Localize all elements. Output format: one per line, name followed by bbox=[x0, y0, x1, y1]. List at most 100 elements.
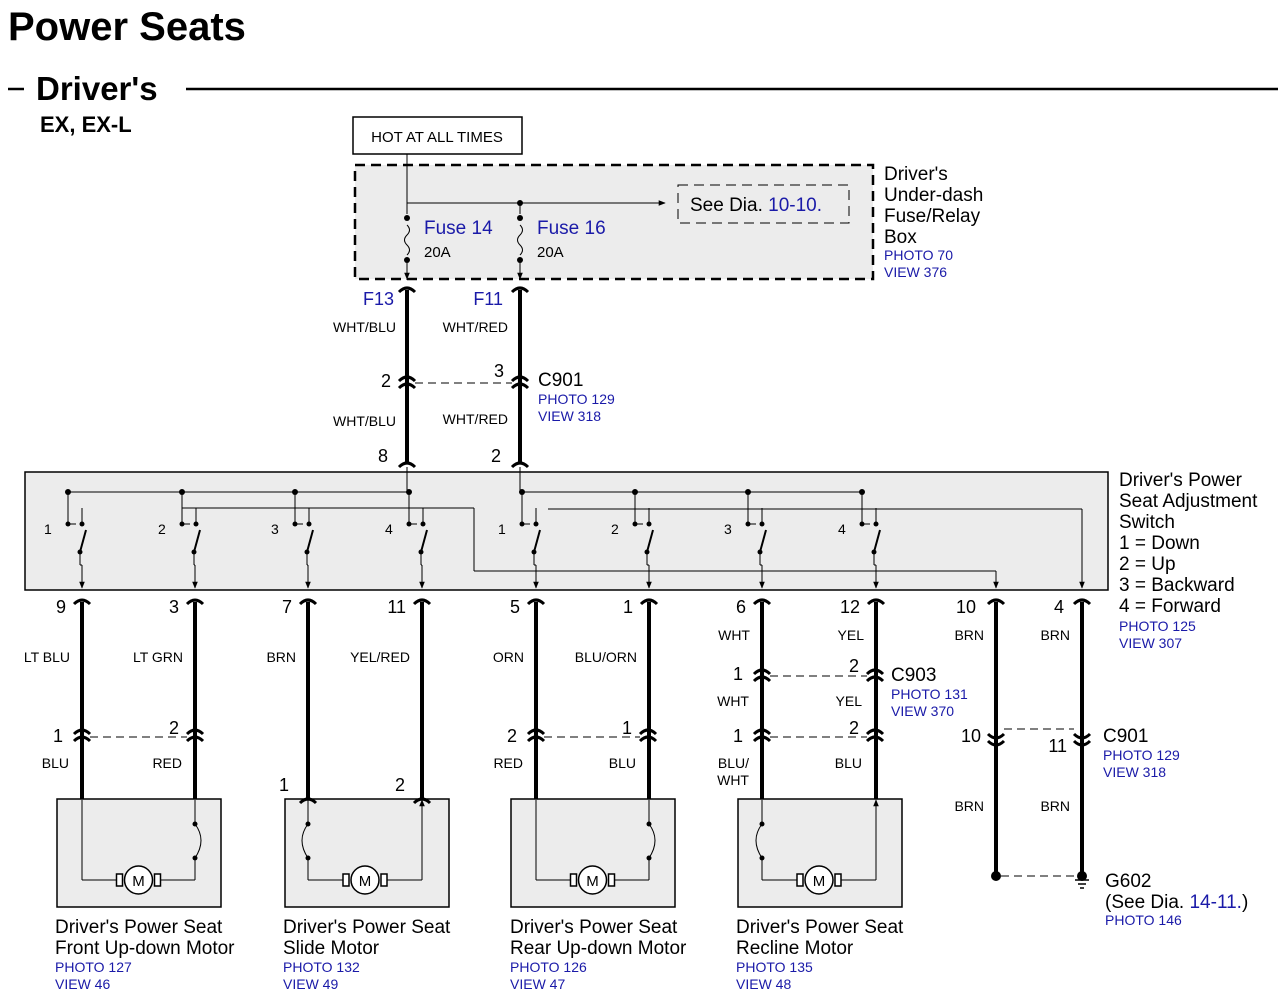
svg-text:Driver's Power: Driver's Power bbox=[1119, 470, 1243, 491]
output-wire-label: BRN bbox=[266, 649, 296, 665]
c901-bottom-wire-a: BRN bbox=[954, 798, 984, 814]
svg-text:3 = Backward: 3 = Backward bbox=[1119, 575, 1235, 596]
fuse-14-name: Fuse 14 bbox=[424, 218, 493, 239]
svg-text:VIEW 49: VIEW 49 bbox=[283, 976, 338, 992]
switch-internal-wiring bbox=[65, 467, 1085, 589]
switch-input-pin-a bbox=[397, 461, 417, 469]
seat-adjustment-switch-box bbox=[24, 471, 1109, 591]
page-subtitle: Driver's bbox=[36, 70, 158, 107]
switch-output-pin-label: 12 bbox=[840, 597, 860, 617]
m1-wire-a: BLU bbox=[42, 755, 69, 771]
svg-text:VIEW 46: VIEW 46 bbox=[55, 976, 110, 992]
ground-photo: PHOTO 146 bbox=[1105, 912, 1182, 928]
slide-motor-pin-1 bbox=[298, 797, 318, 805]
svg-text:Driver's Power Seat: Driver's Power Seat bbox=[55, 917, 223, 938]
motor-symbol: M bbox=[359, 873, 372, 890]
switch-position-5: 1 bbox=[498, 521, 506, 537]
c901-top-view: VIEW 318 bbox=[538, 408, 601, 424]
m2-pin-a: 1 bbox=[279, 775, 289, 795]
wire-label-wht-red-lower: WHT/RED bbox=[443, 411, 508, 427]
svg-text:PHOTO 127: PHOTO 127 bbox=[55, 959, 132, 975]
motor-symbol: M bbox=[132, 873, 145, 890]
m1-wire-b: RED bbox=[152, 755, 182, 771]
m1-pin-a: 1 bbox=[53, 726, 63, 746]
c901-top-connector bbox=[397, 375, 530, 390]
svg-text:VIEW 307: VIEW 307 bbox=[1119, 635, 1182, 651]
c903-view: VIEW 370 bbox=[891, 703, 954, 719]
c903-wire-yel: YEL bbox=[836, 693, 863, 709]
c901-bottom-photo: PHOTO 129 bbox=[1103, 747, 1180, 763]
fuse-14-symbol bbox=[401, 214, 413, 264]
output-wire-label: BRN bbox=[1040, 627, 1070, 643]
motor-1: M bbox=[56, 798, 222, 908]
switch-position-8: 4 bbox=[838, 521, 846, 537]
switch-output-pin-label: 11 bbox=[387, 597, 406, 617]
svg-text:1 = Down: 1 = Down bbox=[1119, 533, 1200, 554]
wire-label-wht-blu-lower: WHT/BLU bbox=[333, 413, 396, 429]
hot-at-all-times-box bbox=[352, 116, 523, 155]
bus-junction-dot bbox=[517, 200, 523, 206]
m4-pin-b: 2 bbox=[849, 718, 859, 738]
c903-connector bbox=[752, 668, 885, 683]
m2-pin-b: 2 bbox=[395, 775, 405, 795]
pin-f13 bbox=[397, 286, 417, 294]
output-wire-label: BRN bbox=[954, 627, 984, 643]
switch-output-pin-5 bbox=[526, 598, 546, 606]
fuse-16-symbol bbox=[514, 214, 526, 264]
c901-bottom-pin-11: 11 bbox=[1048, 736, 1067, 756]
ground-symbol bbox=[991, 871, 1089, 889]
c903-name: C903 bbox=[891, 665, 936, 686]
hot-at-all-times-label: HOT AT ALL TIMES bbox=[371, 129, 503, 146]
switch-position-4: 4 bbox=[385, 521, 393, 537]
fuse-16-name: Fuse 16 bbox=[537, 218, 606, 239]
svg-text:Recline Motor: Recline Motor bbox=[736, 938, 854, 959]
c903-pin-2: 2 bbox=[849, 656, 859, 676]
switch-output-pin-label: 3 bbox=[169, 597, 179, 617]
switch-position-7: 3 bbox=[724, 521, 732, 537]
output-wire-label: WHT bbox=[718, 627, 750, 643]
switch-output-pin-11 bbox=[412, 598, 432, 606]
switch-output-pin-9 bbox=[72, 598, 92, 606]
m1-pin-b: 2 bbox=[169, 718, 179, 738]
m4-pin-a: 1 bbox=[733, 726, 743, 746]
svg-text:PHOTO 132: PHOTO 132 bbox=[283, 959, 360, 975]
switch-output-pin-12 bbox=[866, 598, 886, 606]
switch-output-pin-label: 6 bbox=[736, 597, 746, 617]
see-dia-text: See Dia. 10-10. bbox=[690, 195, 822, 216]
m4-wire-b: BLU bbox=[835, 755, 862, 771]
svg-text:Driver's Power Seat: Driver's Power Seat bbox=[510, 917, 678, 938]
c903-photo: PHOTO 131 bbox=[891, 686, 968, 702]
trim-label: EX, EX-L bbox=[40, 112, 132, 137]
motor-3: M bbox=[510, 798, 676, 908]
c901-top-name: C901 bbox=[538, 370, 583, 391]
switch-output-pin-6 bbox=[752, 598, 772, 606]
terminal-f13: F13 bbox=[363, 289, 394, 309]
switch-output-pin-label: 10 bbox=[956, 597, 976, 617]
fuse-box-label: Driver's Under-dash Fuse/Relay Box PHOTO… bbox=[884, 164, 983, 280]
motor-connectors bbox=[72, 728, 885, 743]
output-wire-label: YEL/RED bbox=[350, 649, 410, 665]
svg-text:VIEW 48: VIEW 48 bbox=[736, 976, 791, 992]
m3-pin-a: 2 bbox=[507, 726, 517, 746]
c903-pin-1: 1 bbox=[733, 664, 743, 684]
svg-text:4 = Forward: 4 = Forward bbox=[1119, 596, 1221, 617]
motor-symbol: M bbox=[813, 873, 826, 890]
output-wire-label: YEL bbox=[838, 627, 865, 643]
svg-text:Rear Up-down Motor: Rear Up-down Motor bbox=[510, 938, 687, 959]
switch-position-1: 1 bbox=[44, 521, 52, 537]
m3-wire-b: BLU bbox=[609, 755, 636, 771]
c901-top-pin-2: 2 bbox=[381, 371, 391, 391]
fuse-16-rating: 20A bbox=[537, 244, 564, 261]
svg-text:Driver's Power Seat: Driver's Power Seat bbox=[283, 917, 451, 938]
output-wire-label: ORN bbox=[493, 649, 524, 665]
svg-text:PHOTO 125: PHOTO 125 bbox=[1119, 618, 1196, 634]
terminal-f11: F11 bbox=[473, 289, 503, 309]
c901-bottom-connector bbox=[986, 728, 1092, 747]
m3-pin-b: 1 bbox=[622, 718, 632, 738]
switch-output-pin-1 bbox=[639, 598, 659, 606]
svg-text:Box: Box bbox=[884, 227, 917, 248]
ground-see-dia: (See Dia. 14-11.) bbox=[1105, 892, 1248, 913]
